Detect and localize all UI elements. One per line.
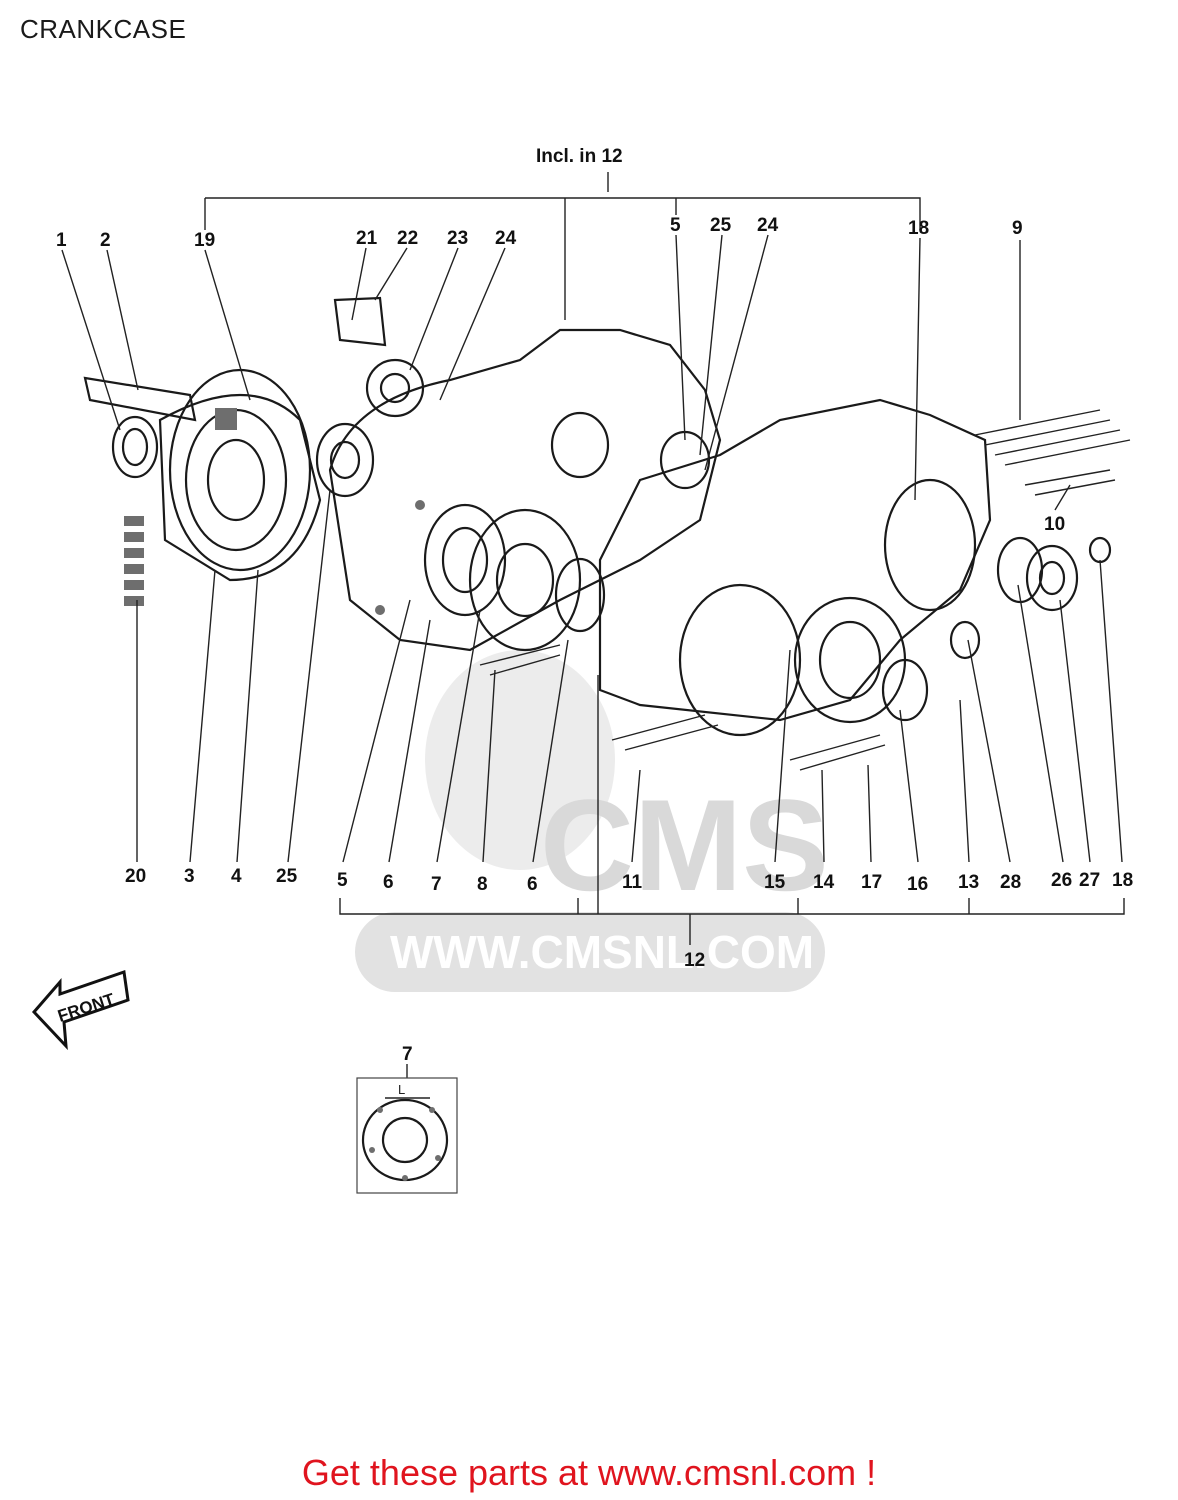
callout-28: 28 <box>1000 872 1021 893</box>
left-cover-assembly <box>83 368 322 582</box>
callout-22: 22 <box>397 228 418 249</box>
inset-label: 7 <box>402 1044 413 1065</box>
callout-17: 17 <box>861 872 882 893</box>
callout-24: 24 <box>495 228 517 249</box>
callout-3: 3 <box>184 866 195 887</box>
callout-18-top: 18 <box>908 218 929 239</box>
callout-5-top: 5 <box>670 215 681 236</box>
bearings <box>315 296 425 498</box>
callout-20: 20 <box>125 866 146 887</box>
callout-18: 18 <box>1112 870 1133 891</box>
leaders-top <box>61 234 1071 511</box>
callout-6: 6 <box>383 872 394 893</box>
callout-4: 4 <box>231 866 242 887</box>
callout-15: 15 <box>764 872 786 893</box>
bolts-9-10 <box>974 409 1131 496</box>
callout-1: 1 <box>56 230 67 251</box>
callout-25: 25 <box>276 866 298 887</box>
inset-part-7: 7 L <box>356 1044 458 1194</box>
watermark-url: WWW.CMSNL.COM <box>390 926 814 978</box>
callouts-top: 1 2 19 21 22 23 24 5 25 24 18 9 10 <box>56 215 1065 535</box>
callout-19: 19 <box>194 230 215 251</box>
callout-21: 21 <box>356 228 378 249</box>
inset-letter: L <box>398 1082 405 1097</box>
callout-27: 27 <box>1079 870 1100 891</box>
callout-26: 26 <box>1051 870 1072 891</box>
callout-10: 10 <box>1044 514 1065 535</box>
callout-24-top: 24 <box>757 215 779 236</box>
callout-13: 13 <box>958 872 979 893</box>
callouts-bottom: 20 3 4 25 5 6 7 8 6 11 15 14 17 16 13 28… <box>125 866 1133 895</box>
callout-16: 16 <box>907 874 928 895</box>
page-title: CRANKCASE <box>20 14 187 44</box>
include-note: Incl. in 12 <box>536 146 623 167</box>
bottom-bracket <box>339 675 1125 945</box>
callout-9: 9 <box>1012 218 1023 239</box>
crankcase-left-half <box>328 328 722 652</box>
callout-11: 11 <box>622 872 643 893</box>
studs-20 <box>124 516 144 606</box>
callout-6b: 6 <box>527 874 538 895</box>
callout-7: 7 <box>431 874 442 895</box>
watermark: CMS WWW.CMSNL.COM <box>355 650 829 992</box>
callout-5: 5 <box>337 870 348 891</box>
callout-2: 2 <box>100 230 111 251</box>
watermark-logo: CMS <box>540 772 829 918</box>
callout-8: 8 <box>477 874 488 895</box>
footer-cta-link[interactable]: Get these parts at www.cmsnl.com ! <box>301 1452 877 1493</box>
bottom-group-label: 12 <box>684 950 705 971</box>
top-bracket <box>204 172 921 320</box>
callout-25-top: 25 <box>710 215 732 236</box>
callout-23: 23 <box>447 228 468 249</box>
callout-14: 14 <box>813 872 835 893</box>
crankcase-right-half <box>598 398 1112 737</box>
front-arrow: FRONT <box>31 969 130 1051</box>
bolts-lower <box>479 644 886 771</box>
leaders-bottom <box>136 489 1123 863</box>
